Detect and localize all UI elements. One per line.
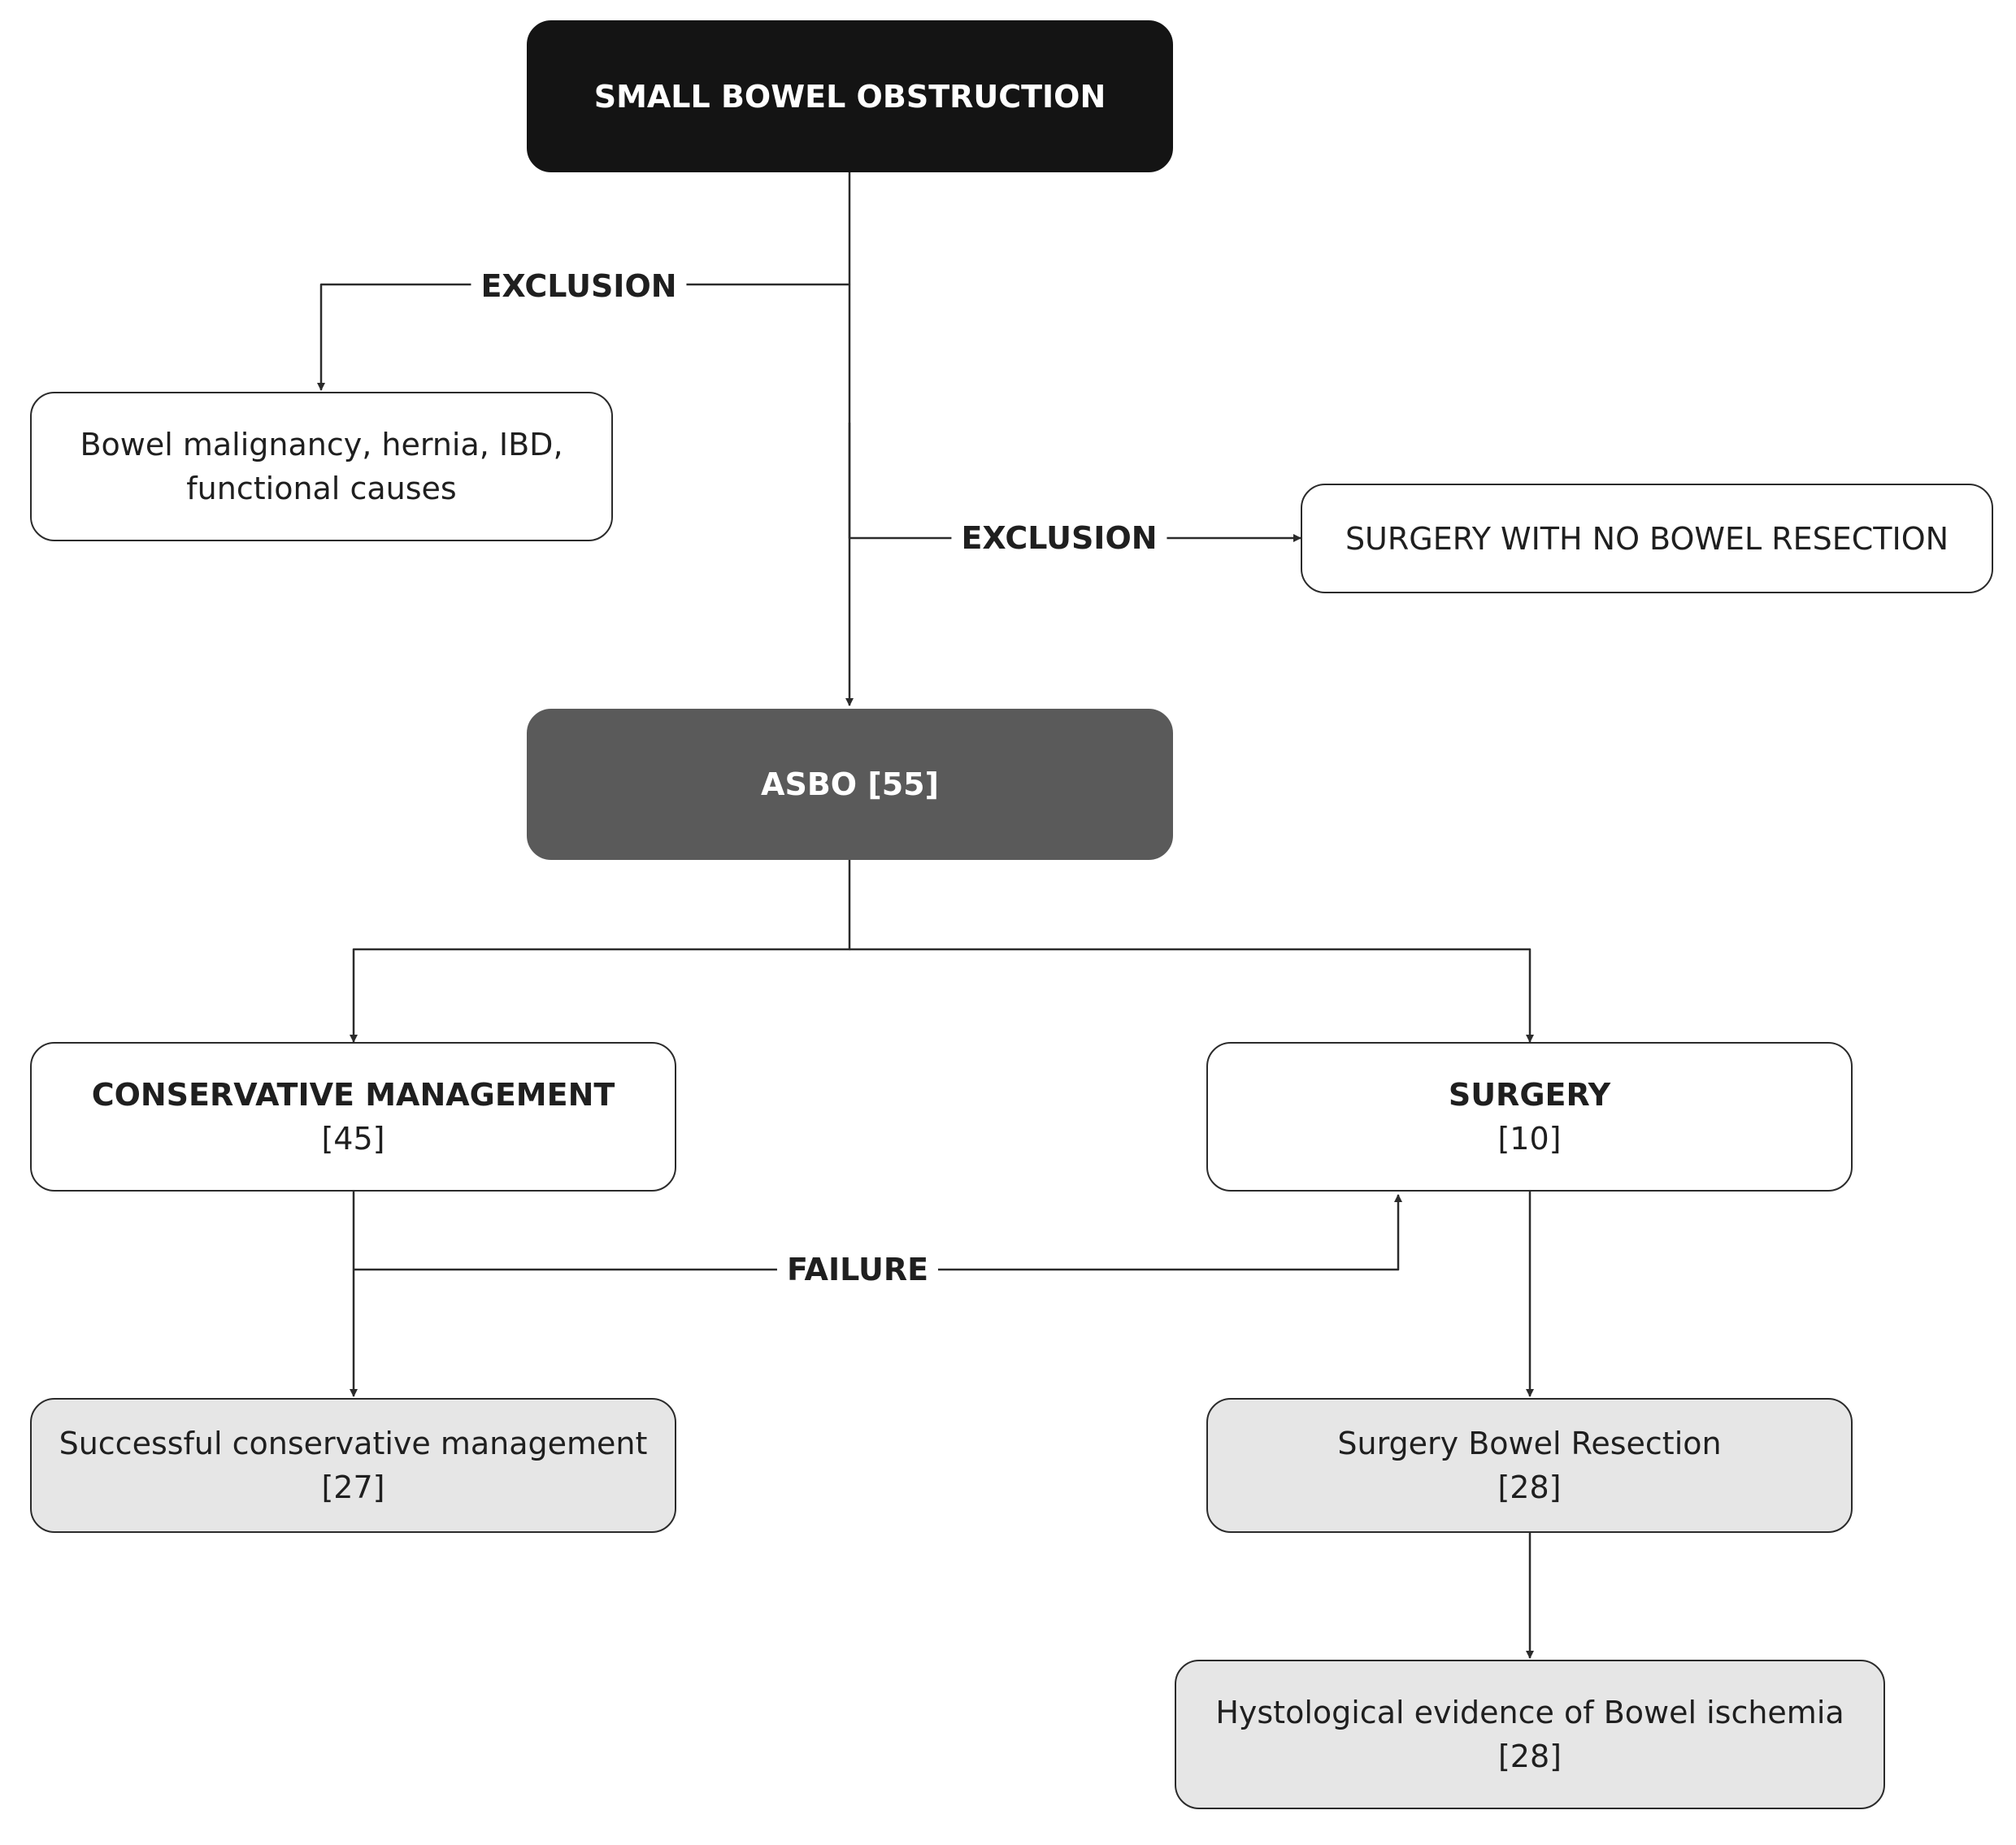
node-surgery-bowel-resection: Surgery Bowel Resection [28] [1206,1398,1853,1533]
edge-asbo-to-conservative [350,860,851,1043]
node-title: CONSERVATIVE MANAGEMENT [91,1077,615,1113]
node-conservative-management: CONSERVATIVE MANAGEMENT [45] [30,1042,676,1192]
node-count: [45] [321,1121,385,1157]
edge-failure [354,1194,1402,1271]
edge-label-exclusion-right: EXCLUSION [951,518,1167,558]
node-title: Successful conservative management [59,1426,648,1461]
node-small-bowel-obstruction: SMALL BOWEL OBSTRUCTION [527,20,1173,172]
node-histological-evidence: Hystological evidence of Bowel ischemia … [1175,1660,1885,1809]
node-count: [28] [1497,1469,1562,1505]
node-count: [28] [1497,1739,1562,1774]
node-label: Bowel malignancy, hernia, IBD, functiona… [80,427,563,506]
node-label: SURGERY WITH NO BOWEL RESECTION [1345,520,1949,557]
edge-label-failure: FAILURE [776,1249,939,1290]
node-title: SURGERY [1448,1077,1611,1113]
node-count: [27] [321,1469,385,1505]
node-title: Hystological evidence of Bowel ischemia [1215,1695,1844,1730]
node-exclusion-causes: Bowel malignancy, hernia, IBD, functiona… [30,392,613,541]
node-surgery-no-resection: SURGERY WITH NO BOWEL RESECTION [1301,484,1993,593]
edge-asbo-to-surgery [849,948,1534,1043]
node-title: Surgery Bowel Resection [1337,1426,1722,1461]
edge-label-exclusion-left: EXCLUSION [471,266,687,306]
node-label: SMALL BOWEL OBSTRUCTION [593,78,1106,115]
node-successful-conservative: Successful conservative management [27] [30,1398,676,1533]
node-surgery: SURGERY [10] [1206,1042,1853,1192]
node-count: [10] [1497,1121,1562,1157]
node-asbo: ASBO [55] [527,709,1173,860]
node-label: ASBO [55] [761,766,939,802]
